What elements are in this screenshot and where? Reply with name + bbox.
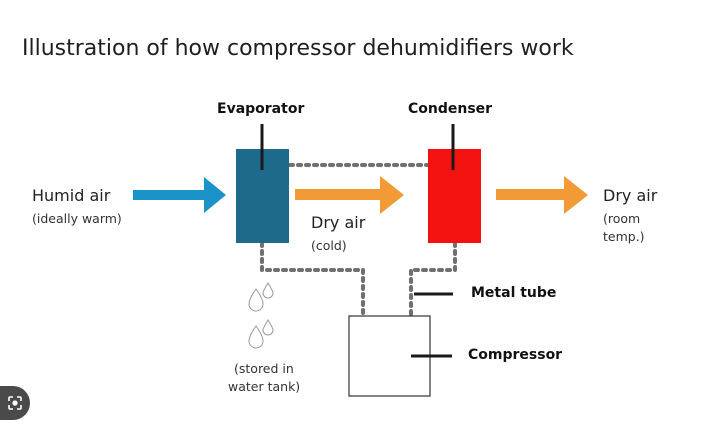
lens-icon [8,396,22,410]
lens-button[interactable] [0,386,30,420]
water-note-line1: (stored in [234,361,294,376]
page-title: Illustration of how compressor dehumidif… [22,36,574,61]
cold-air-arrow [295,176,404,214]
dry-air-room-note-line1: (room [603,211,641,226]
tube-evaporator-to-compressor [260,241,365,318]
humid-air-label: Humid air [32,186,111,205]
water-droplets-icon [248,282,274,349]
evaporator-label: Evaporator [217,101,305,117]
dry-air-room-note-line2: temp.) [603,229,645,244]
compressor-label: Compressor [468,347,563,363]
water-note-line2: water tank) [228,379,301,394]
humid-air-note: (ideally warm) [32,211,122,226]
tube-condenser-to-compressor [409,241,457,318]
dry-air-room-label: Dry air [603,186,658,205]
room-air-arrow [496,176,588,214]
humid-air-arrow [133,177,226,213]
condenser-label: Condenser [408,101,493,117]
dry-air-cold-note: (cold) [311,238,347,253]
metal-tube-label: Metal tube [471,285,557,301]
dry-air-cold-label: Dry air [311,213,366,232]
